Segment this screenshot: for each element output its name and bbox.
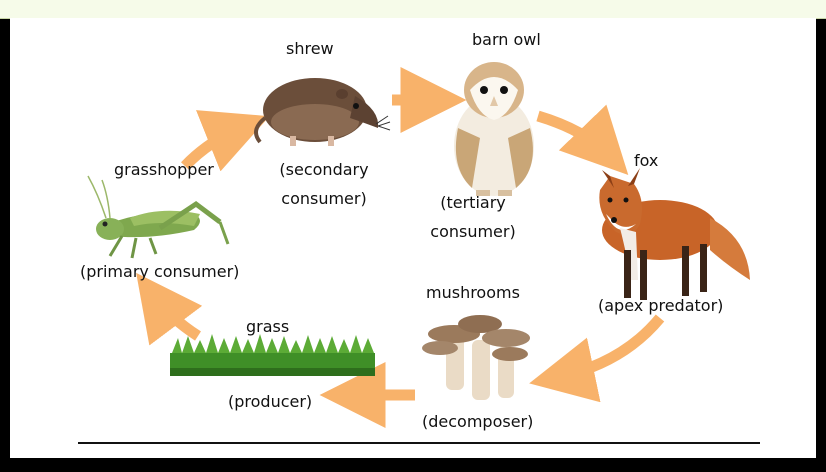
bottom-rule — [78, 442, 760, 444]
grasshopper-role-label: (primary consumer) — [80, 263, 239, 281]
shrew-name-label: shrew — [286, 40, 334, 58]
shrew-image — [256, 78, 390, 146]
mushrooms-role-label: (decomposer) — [422, 413, 533, 431]
barn-owl-image — [454, 62, 534, 196]
shrew-role-line2: consumer) — [272, 190, 376, 208]
barn-owl-role-line2: consumer) — [430, 223, 516, 241]
grass-name-label: grass — [246, 318, 289, 336]
food-chain-diagram: shrew (secondary consumer) barn owl (ter… — [10, 18, 816, 458]
grass-image — [170, 334, 375, 376]
arrow-fox-to-mushrooms — [555, 318, 660, 378]
barn-owl-role-line1: (tertiary — [430, 194, 516, 212]
grasshopper-image — [88, 176, 228, 258]
barn-owl-name-label: barn owl — [472, 31, 541, 49]
mushrooms-name-label: mushrooms — [426, 284, 520, 302]
fox-name-label: fox — [634, 152, 658, 170]
mushrooms-image — [422, 315, 530, 400]
diagram-graphics — [10, 18, 816, 458]
shrew-role-line1: (secondary — [272, 161, 376, 179]
arrow-grass-to-grasshopper — [152, 294, 198, 336]
arrow-barn-owl-to-fox — [538, 116, 610, 156]
fox-role-label: (apex predator) — [598, 297, 723, 315]
grasshopper-name-label: grasshopper — [114, 161, 214, 179]
top-strip — [0, 0, 826, 19]
grass-role-label: (producer) — [228, 393, 312, 411]
fox-image — [599, 168, 750, 300]
